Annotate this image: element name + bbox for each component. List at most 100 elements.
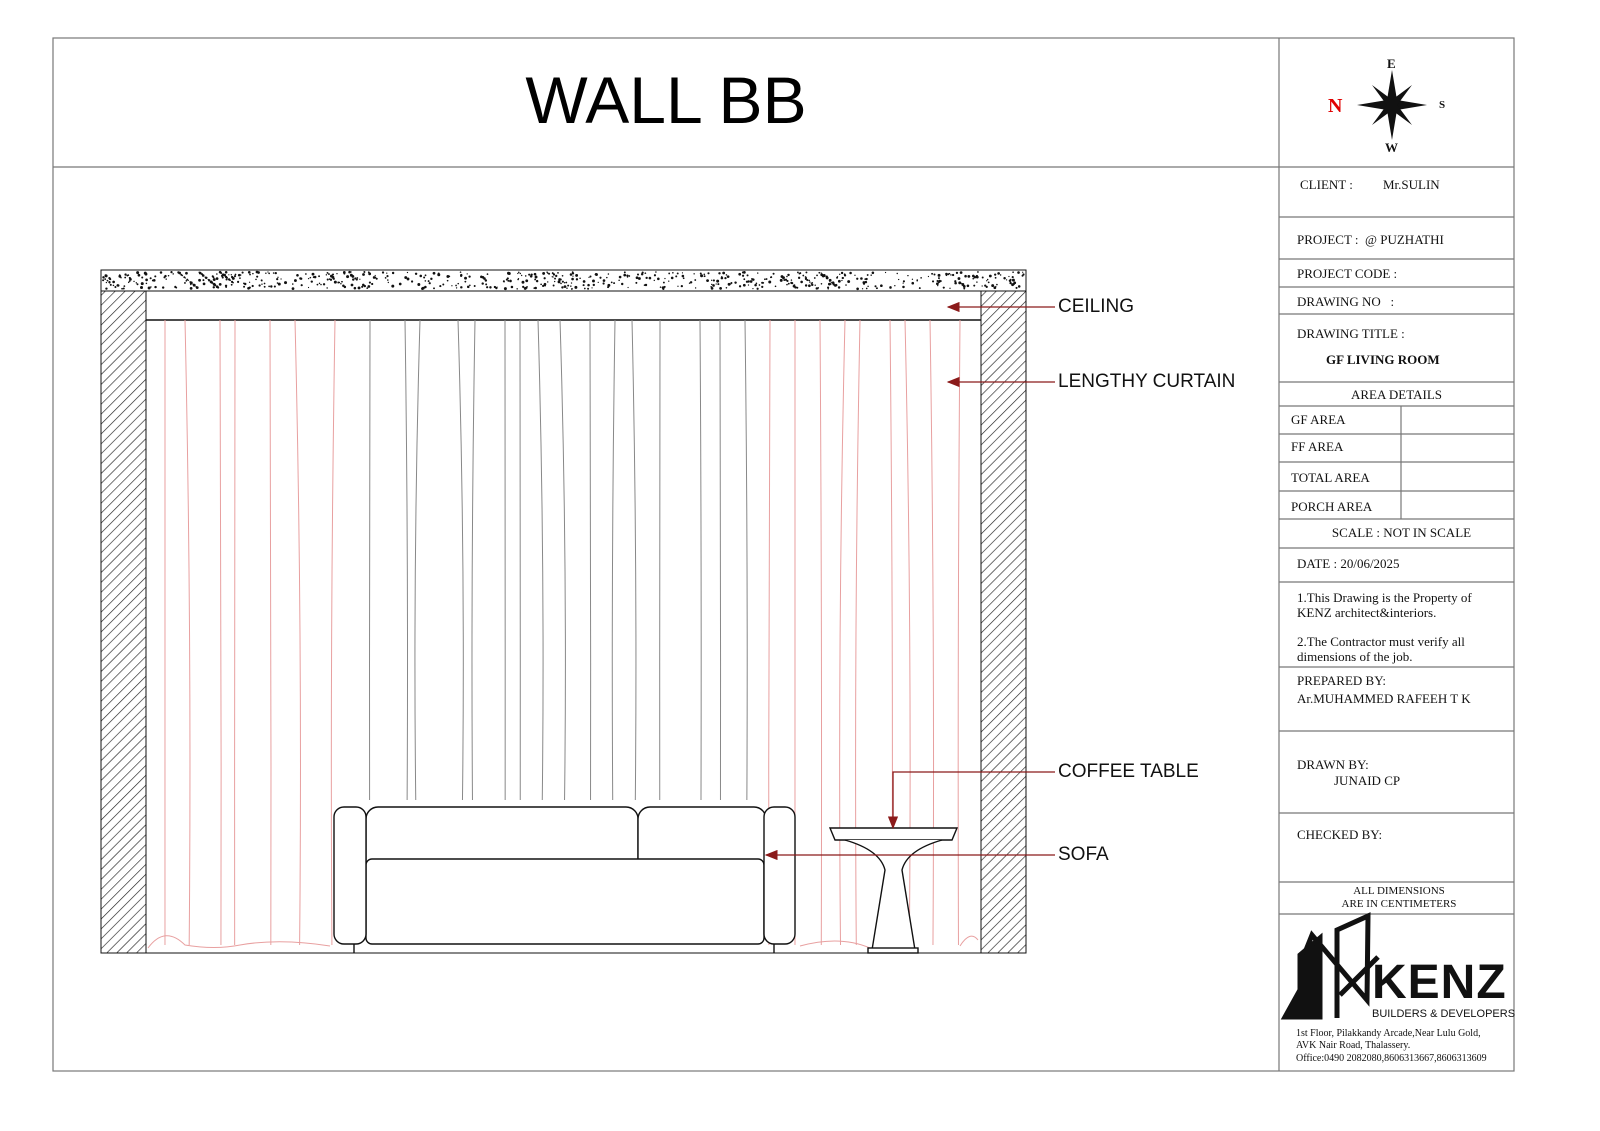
speckle-dot: [626, 274, 629, 277]
speckle-dot: [220, 271, 223, 274]
coffee-table: [828, 827, 959, 954]
speckle-dot: [195, 286, 199, 290]
speckle-dot: [672, 271, 674, 274]
speckle-dot: [102, 279, 105, 282]
speckle-dot: [214, 284, 217, 287]
speckle-dot: [432, 271, 436, 275]
speckle-dot: [783, 279, 786, 282]
speckle-dot: [918, 287, 921, 290]
speckle-dot: [212, 276, 215, 279]
speckle-dot: [591, 287, 593, 289]
speckle-dot: [247, 286, 250, 290]
speckle-dot: [145, 278, 148, 282]
speckle-dot: [124, 273, 127, 276]
client-value: Mr.SULIN: [1383, 177, 1440, 192]
speckle-dot: [637, 277, 641, 280]
speckle-dot: [834, 284, 837, 287]
speckle-dot: [821, 274, 825, 278]
speckle-dot: [786, 283, 788, 286]
speckle-dot: [543, 284, 546, 287]
speckle-dot: [106, 279, 109, 282]
speckle-dot: [865, 287, 868, 290]
speckle-dot: [724, 277, 727, 280]
speckle-dot: [575, 273, 579, 277]
speckle-dot: [694, 279, 697, 281]
area-porch: PORCH AREA: [1291, 499, 1373, 514]
speckle-dot: [243, 282, 245, 285]
speckle-dot: [725, 287, 728, 289]
speckle-dot: [363, 284, 367, 288]
speckle-dot: [104, 278, 107, 281]
speckle-dot: [607, 273, 610, 275]
speckle-dot: [569, 273, 573, 276]
speckle-dot: [178, 271, 182, 275]
speckle-dot: [784, 278, 788, 281]
speckle-dot: [331, 273, 335, 276]
speckle-dot: [343, 285, 347, 289]
speckle-dot: [423, 276, 426, 279]
speckle-dot: [1009, 281, 1012, 285]
speckle-dot: [123, 285, 126, 288]
curtain-fold: [269, 319, 272, 946]
speckle-dot: [220, 274, 224, 277]
speckle-dot: [533, 272, 537, 276]
speckle-dot: [175, 286, 178, 289]
speckle-dot: [212, 278, 216, 282]
speckle-dot: [794, 286, 797, 289]
speckle-dot: [571, 277, 574, 281]
speckle-dot: [486, 286, 489, 289]
speckle-dot: [937, 284, 939, 287]
speckle-dot: [790, 279, 793, 281]
speckle-dot: [862, 282, 866, 285]
speckle-dot: [995, 285, 997, 288]
curtain-fold: [819, 319, 823, 946]
speckle-dot: [561, 286, 564, 289]
speckle-dot: [945, 274, 948, 277]
speckle-dot: [505, 278, 508, 281]
speckle-dot: [230, 283, 233, 286]
curtain-fold: [330, 319, 336, 946]
speckle-dot: [689, 281, 693, 284]
speckle-dot: [338, 281, 341, 284]
speckle-dot: [931, 280, 935, 283]
speckle-dot: [163, 276, 166, 279]
dims-note-2: ARE IN CENTIMETERS: [1341, 898, 1457, 910]
speckle-dot: [1015, 286, 1018, 289]
speckle-dot: [542, 271, 546, 275]
speckle-dot: [566, 287, 568, 290]
speckle-dot: [102, 276, 105, 279]
speckle-dot: [525, 279, 529, 283]
scale: SCALE : NOT IN SCALE: [1331, 525, 1472, 540]
speckle-dot: [770, 276, 773, 279]
speckle-dot: [522, 285, 525, 288]
area-total: TOTAL AREA: [1291, 470, 1370, 485]
speckle-dot: [469, 284, 471, 287]
speckle-dot: [830, 281, 832, 284]
speckle-dot: [557, 280, 561, 284]
logo-subtitle: BUILDERS & DEVELOPERS: [1372, 1008, 1516, 1020]
speckle-dot: [1008, 279, 1012, 282]
speckle-dot: [133, 280, 135, 283]
address-3: Office:0490 2082080,8606313667,860631360…: [1296, 1053, 1487, 1064]
drawn-by: JUNAID CP: [1334, 773, 1401, 788]
speckle-dot: [911, 278, 914, 280]
speckle-dot: [745, 280, 749, 283]
speckle-dot: [318, 282, 321, 285]
speckle-dot: [592, 283, 595, 287]
speckle-dot: [473, 285, 476, 287]
project: PROJECT : @ PUZHATHI: [1297, 232, 1444, 247]
speckle-dot: [561, 280, 564, 283]
speckle-dot: [348, 270, 351, 274]
speckle-dot: [455, 287, 458, 289]
speckle-dot: [964, 274, 967, 278]
speckle-dot: [424, 280, 427, 282]
speckle-dot: [816, 274, 818, 277]
compass-east: E: [1387, 56, 1396, 71]
speckle-dot: [626, 276, 629, 278]
speckle-dot: [518, 271, 520, 274]
curtain: [147, 319, 979, 949]
speckle-dot: [261, 283, 263, 285]
label-sofa: SOFA: [1058, 844, 1109, 865]
speckle-dot: [738, 285, 742, 288]
speckle-dot: [326, 287, 328, 289]
